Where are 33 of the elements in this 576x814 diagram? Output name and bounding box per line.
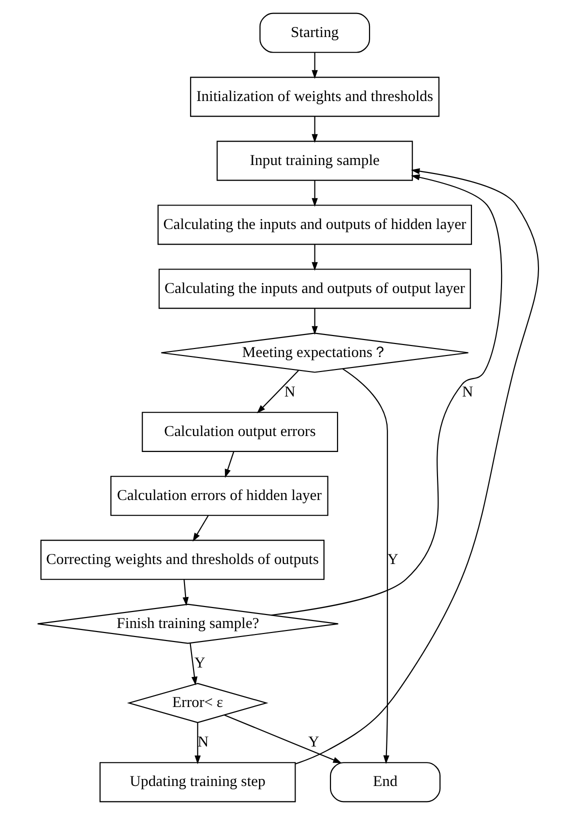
arrow [312, 180, 318, 206]
arrow [224, 714, 342, 763]
arrow [190, 642, 198, 685]
edge-label: N [284, 382, 296, 400]
arrow [312, 244, 318, 270]
edge-label: Y [308, 733, 320, 750]
node-diamond: Error< ε [126, 682, 268, 723]
node-box: Starting [259, 12, 370, 52]
node-box: Calculation output errors [142, 411, 338, 452]
arrow [182, 578, 189, 606]
arrow [342, 368, 390, 764]
node-box: Updating training step [100, 762, 296, 802]
arrow [295, 168, 539, 764]
edge-label: N [198, 733, 209, 750]
node-box: Calculating the inputs and outputs of output layer [158, 268, 471, 308]
arrow [312, 52, 318, 78]
arrow [312, 308, 318, 334]
node-box: Calculation errors of hidden layer [110, 475, 328, 516]
edge-label: Y [194, 654, 206, 671]
node-box: Correcting weights and thresholds of outputs [40, 539, 325, 580]
node-diamond: Finish training sample? [37, 603, 339, 644]
arrow [256, 370, 299, 413]
arrow [192, 514, 209, 542]
node-diamond: Meeting expectations？ [160, 332, 469, 372]
node-box: Initialization of weights and thresholds [190, 76, 440, 116]
arrow [312, 116, 318, 142]
node-box: End [330, 762, 441, 802]
arrow [224, 450, 234, 478]
arrow [271, 174, 502, 616]
node-box: Input training sample [216, 140, 413, 180]
arrow [194, 722, 201, 764]
node-box: Calculating the inputs and outputs of hidden layer [158, 204, 472, 244]
edge-label: N [462, 382, 474, 400]
